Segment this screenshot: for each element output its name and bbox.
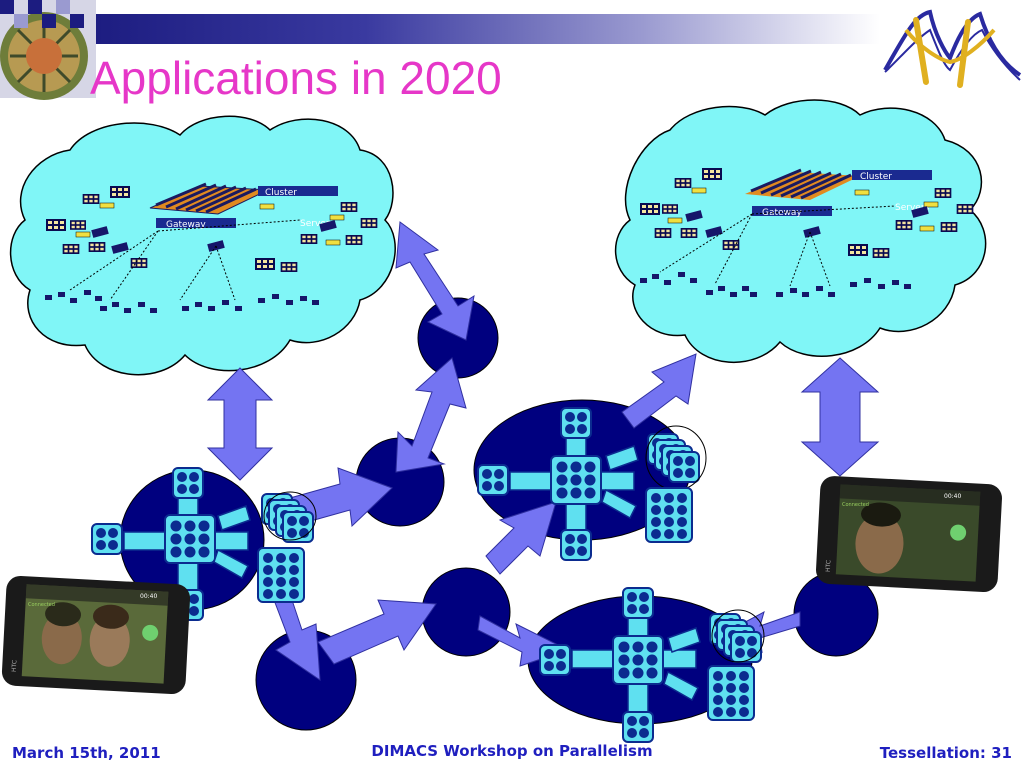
arrow-right-cloud <box>800 357 880 477</box>
devices-left <box>45 290 319 313</box>
arrow-node-to-node <box>395 357 467 473</box>
gateway-label-right: Gateway <box>762 208 802 218</box>
server-farm-right <box>745 168 860 200</box>
footer-event: DIMACS Workshop on Parallelism <box>371 742 653 760</box>
phone-status-left: Connected <box>28 602 55 608</box>
servers-label-left: Servers <box>300 219 335 229</box>
phone-time-right: 00:40 <box>944 493 961 500</box>
manycore-center <box>477 407 707 561</box>
cluster-label-left: Cluster <box>265 188 297 198</box>
phone-time-left: 00:40 <box>140 593 157 600</box>
arrow-bottom-to-lower <box>317 599 437 665</box>
title-decoration-bar <box>88 14 880 44</box>
smartphone-right: 00:40 Connected HTC <box>816 476 1002 593</box>
arrow-left-cloud <box>206 367 274 481</box>
phone-brand-left: HTC <box>11 660 19 672</box>
slide-title: Applications in 2020 <box>90 52 502 104</box>
cloud-left: Cluster Gateway Servers <box>9 115 396 376</box>
footer-date: March 15th, 2011 <box>12 744 161 762</box>
footer-slide-number: Tessellation: 31 <box>879 744 1012 762</box>
phone-status-right: Connected <box>842 502 869 508</box>
cloud-right: Cluster Gateway Servers <box>614 99 987 363</box>
gateway-label-left: Gateway <box>166 220 206 230</box>
smartphone-left: 00:40 Connected HTC <box>1 575 191 695</box>
arrow-center-to-cloud <box>621 353 697 429</box>
devices-right <box>640 272 911 297</box>
arrow-lower-to-center <box>485 501 557 575</box>
server-farm-left <box>149 182 270 215</box>
logo-left <box>0 0 96 100</box>
manycore-bottom <box>539 587 765 743</box>
arrow-cloud-to-node <box>395 221 475 341</box>
phone-brand-right: HTC <box>825 560 833 572</box>
manycore-left <box>91 467 317 621</box>
node-lower <box>421 567 511 657</box>
cluster-label-right: Cluster <box>860 172 892 182</box>
servers-label-right: Servers <box>895 203 930 213</box>
logo-right <box>883 9 1022 88</box>
